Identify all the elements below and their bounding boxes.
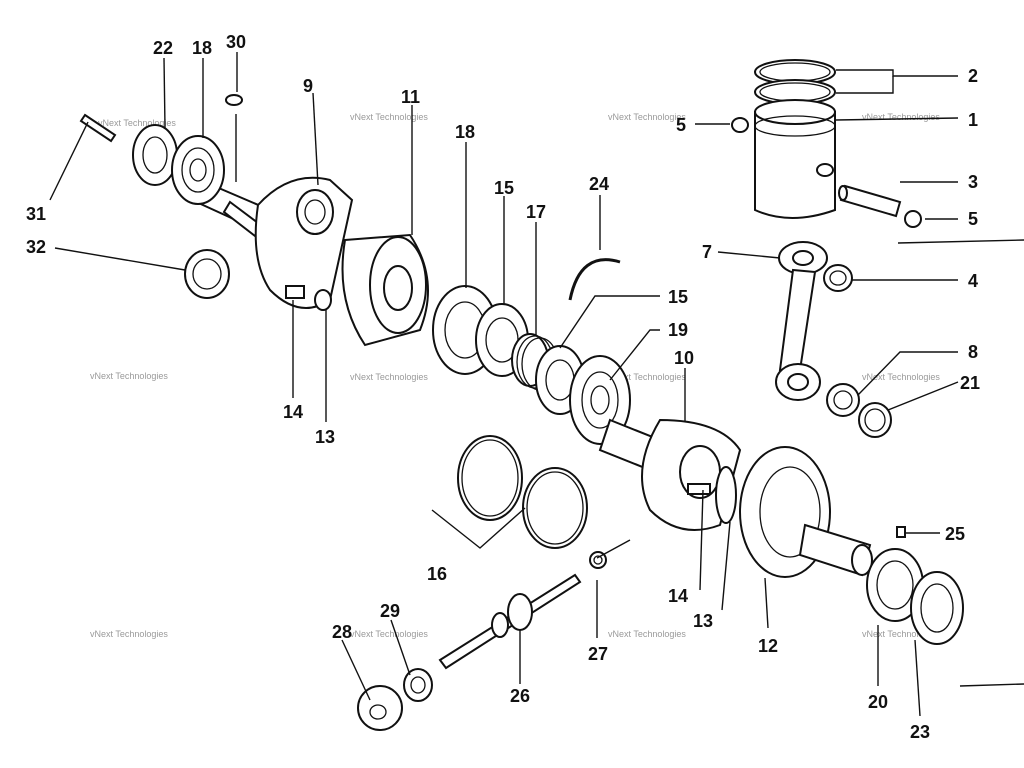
watermark: vNext Technologies [350,372,428,382]
callout-14: 14 [283,402,303,422]
watermark: vNext Technologies [608,372,686,382]
callout-27: 27 [588,644,608,664]
watermark: vNext Technologies [350,629,428,639]
callout-8: 8 [968,342,978,362]
callout-30: 30 [226,32,246,52]
callout-29: 29 [380,601,400,621]
callout-20: 20 [868,692,888,712]
watermark: vNext Technologies [350,112,428,122]
callout-17: 17 [526,202,546,222]
shaft-icon [357,551,607,731]
callout-26: 26 [510,686,530,706]
connecting-rod-icon [775,241,892,438]
callout-5: 5 [676,115,686,135]
callout-24: 24 [589,174,609,194]
callout-15: 15 [668,287,688,307]
crankshaft-icon [190,176,429,347]
callout-13: 13 [693,611,713,631]
callout-28: 28 [332,622,352,642]
watermark: vNext Technologies [98,118,176,128]
callout-23: 23 [910,722,930,742]
watermark: vNext Technologies [90,371,168,381]
callout-25: 25 [945,524,965,544]
watermark: vNext Technologies [90,629,168,639]
callout-10: 10 [674,348,694,368]
callout-22: 22 [153,38,173,58]
watermark: vNext Technologies [608,112,686,122]
callout-5: 5 [968,209,978,229]
callout-15: 15 [494,178,514,198]
callout-12: 12 [758,636,778,656]
callout-19: 19 [668,320,688,340]
callout-4: 4 [968,271,978,291]
watermarks: vNext Technologies vNext Technologies vN… [90,112,940,639]
bearing-icon [79,94,243,299]
piston-icon [731,59,922,228]
callout-18: 18 [192,38,212,58]
callout-13: 13 [315,427,335,447]
callout-31: 31 [26,204,46,224]
callout-3: 3 [968,172,978,192]
watermark: vNext Technologies [862,372,940,382]
callout-14: 14 [668,586,688,606]
crankshaft-icon [598,418,964,645]
watermark: vNext Technologies [862,629,940,639]
watermark: vNext Technologies [608,629,686,639]
part-callouts: 2 1 3 5 5 7 4 8 21 9 11 22 18 30 31 32 1… [26,32,980,742]
callout-18: 18 [455,122,475,142]
leader-lines [49,52,1024,717]
watermark: vNext Technologies [862,112,940,122]
callout-7: 7 [702,242,712,262]
callout-21: 21 [960,373,980,393]
callout-11: 11 [401,87,420,107]
callout-32: 32 [26,237,46,257]
callout-1: 1 [968,110,978,130]
callout-16: 16 [427,564,447,584]
callout-9: 9 [303,76,313,96]
bearing-icon [432,258,631,549]
callout-2: 2 [968,66,978,86]
